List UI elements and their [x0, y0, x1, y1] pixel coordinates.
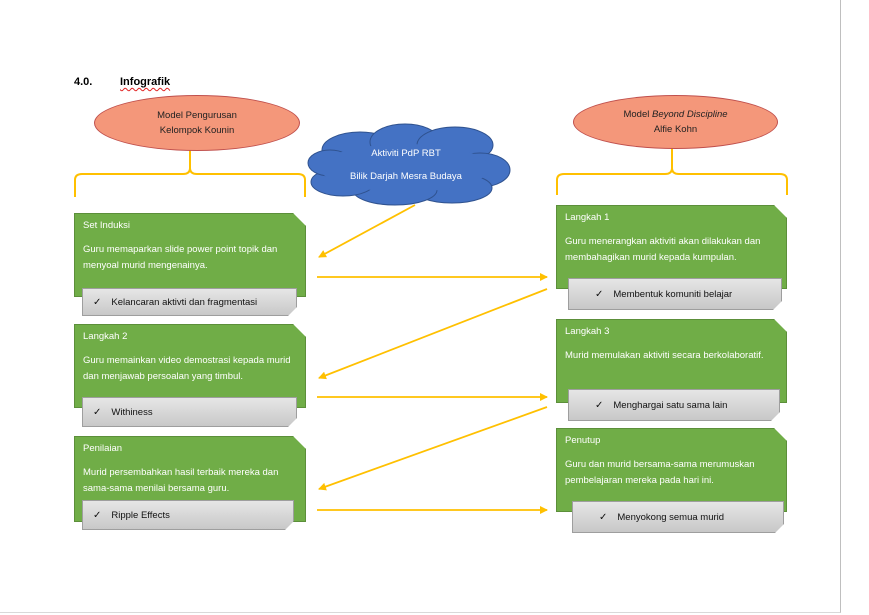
- right-step-tag-text-3: Menyokong semua murid: [617, 511, 725, 523]
- left-step-card-2: Langkah 2 Guru memainkan video demostras…: [74, 324, 306, 408]
- cloud-line-2: Bilik Darjah Mesra Budaya: [350, 171, 462, 182]
- section-heading: 4.0. Infografik: [74, 76, 170, 88]
- left-step-tag-1: ✓ Kelancaran aktivti dan fragmentasi: [82, 288, 297, 316]
- right-bracket: [556, 167, 788, 195]
- cloud-shape: [307, 123, 511, 206]
- left-step-desc-1: Guru memaparkan slide power point topik …: [83, 244, 278, 271]
- left-model-oval: Model Pengurusan Kelompok Kounin: [94, 95, 300, 151]
- right-model-prefix: Model: [623, 109, 652, 120]
- right-model-line-2: Alfie Kohn: [653, 124, 698, 135]
- check-icon: ✓: [93, 296, 102, 308]
- left-step-title-2: Langkah 2: [83, 331, 128, 342]
- arrow-langkah-3-to-penilaian: [318, 406, 548, 491]
- check-icon: ✓: [599, 511, 608, 523]
- right-step-card-1: Langkah 1 Guru menerangkan aktiviti akan…: [556, 205, 787, 289]
- left-step-title-1: Set Induksi: [83, 220, 130, 231]
- right-step-tag-3: ✓ Menyokong semua murid: [572, 501, 784, 533]
- left-step-tag-text-1: Kelancaran aktivti dan fragmentasi: [111, 296, 258, 308]
- right-step-tag-2: ✓ Menghargai satu sama lain: [568, 389, 780, 421]
- page-border: [0, 0, 841, 613]
- left-model-line-2: Kelompok Kounin: [159, 125, 235, 136]
- check-icon: ✓: [595, 399, 604, 411]
- left-step-title-3: Penilaian: [83, 443, 123, 454]
- right-step-tag-text-1: Membentuk komuniti belajar: [613, 288, 733, 300]
- section-number: 4.0.: [74, 76, 93, 88]
- left-step-card-1: Set Induksi Guru memaparkan slide power …: [74, 213, 306, 297]
- right-step-card-3: Penutup Guru dan murid bersama-sama meru…: [556, 428, 787, 512]
- arrow-langkah-1-to-langkah-2: [318, 288, 548, 380]
- right-model-line-1: Model Beyond Discipline: [623, 107, 727, 122]
- right-step-desc-2: Murid memulakan aktiviti secara berkolab…: [565, 350, 764, 361]
- right-step-title-1: Langkah 1: [565, 212, 610, 223]
- section-title: Infografik: [120, 76, 171, 88]
- left-step-desc-2: Guru memainkan video demostrasi kepada m…: [83, 355, 291, 382]
- right-step-tag-1: ✓ Membentuk komuniti belajar: [568, 278, 782, 310]
- arrow-cloud-to-set-induksi: [318, 204, 416, 258]
- left-step-tag-3: ✓ Ripple Effects: [82, 500, 294, 530]
- left-step-tag-text-2: Withiness: [111, 406, 153, 418]
- cloud-line-1: Aktiviti PdP RBT: [371, 148, 441, 159]
- right-step-desc-1: Guru menerangkan aktiviti akan dilakukan…: [565, 236, 761, 263]
- right-model-italic: Beyond Discipline: [652, 109, 728, 120]
- right-model-oval: Model Beyond Discipline Alfie Kohn: [573, 95, 778, 149]
- left-model-line-1: Model Pengurusan: [157, 110, 237, 121]
- left-step-tag-2: ✓ Withiness: [82, 397, 297, 427]
- right-step-title-3: Penutup: [565, 435, 601, 446]
- check-icon: ✓: [595, 288, 604, 300]
- check-icon: ✓: [93, 509, 102, 521]
- left-step-tag-text-3: Ripple Effects: [111, 509, 170, 521]
- left-bracket: [74, 167, 306, 197]
- right-step-desc-3: Guru dan murid bersama-sama merumuskan p…: [565, 459, 755, 486]
- left-step-desc-3: Murid persembahkan hasil terbaik mereka …: [83, 467, 279, 494]
- right-step-tag-text-2: Menghargai satu sama lain: [613, 399, 728, 411]
- right-step-title-2: Langkah 3: [565, 326, 610, 337]
- check-icon: ✓: [93, 406, 102, 418]
